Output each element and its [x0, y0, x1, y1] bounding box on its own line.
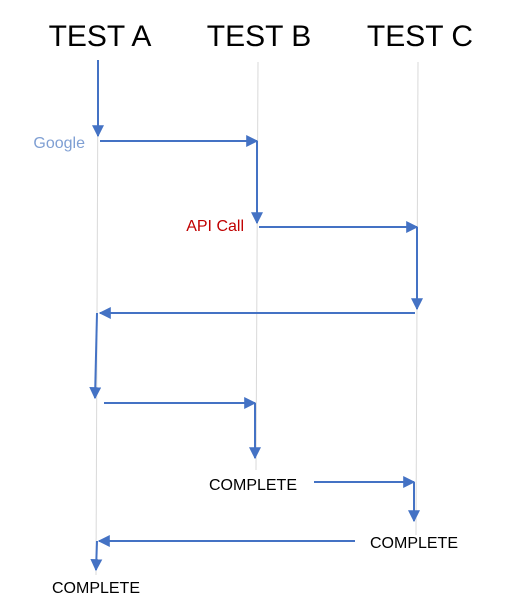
label-api-call: API Call	[186, 218, 244, 235]
lane-title-test-a: TEST A	[49, 20, 152, 53]
label-complete-c: COMPLETE	[370, 535, 458, 552]
lane-title-test-b: TEST B	[207, 20, 311, 53]
label-complete-b: COMPLETE	[209, 477, 297, 494]
lifeline-test-b	[255, 61, 259, 471]
arrow-a-down-to-complete	[90, 540, 103, 572]
label-google: Google	[33, 135, 85, 152]
arrow-a-down-second	[89, 312, 102, 400]
lane-title-test-c: TEST C	[367, 20, 473, 53]
label-complete-a: COMPLETE	[52, 580, 140, 597]
